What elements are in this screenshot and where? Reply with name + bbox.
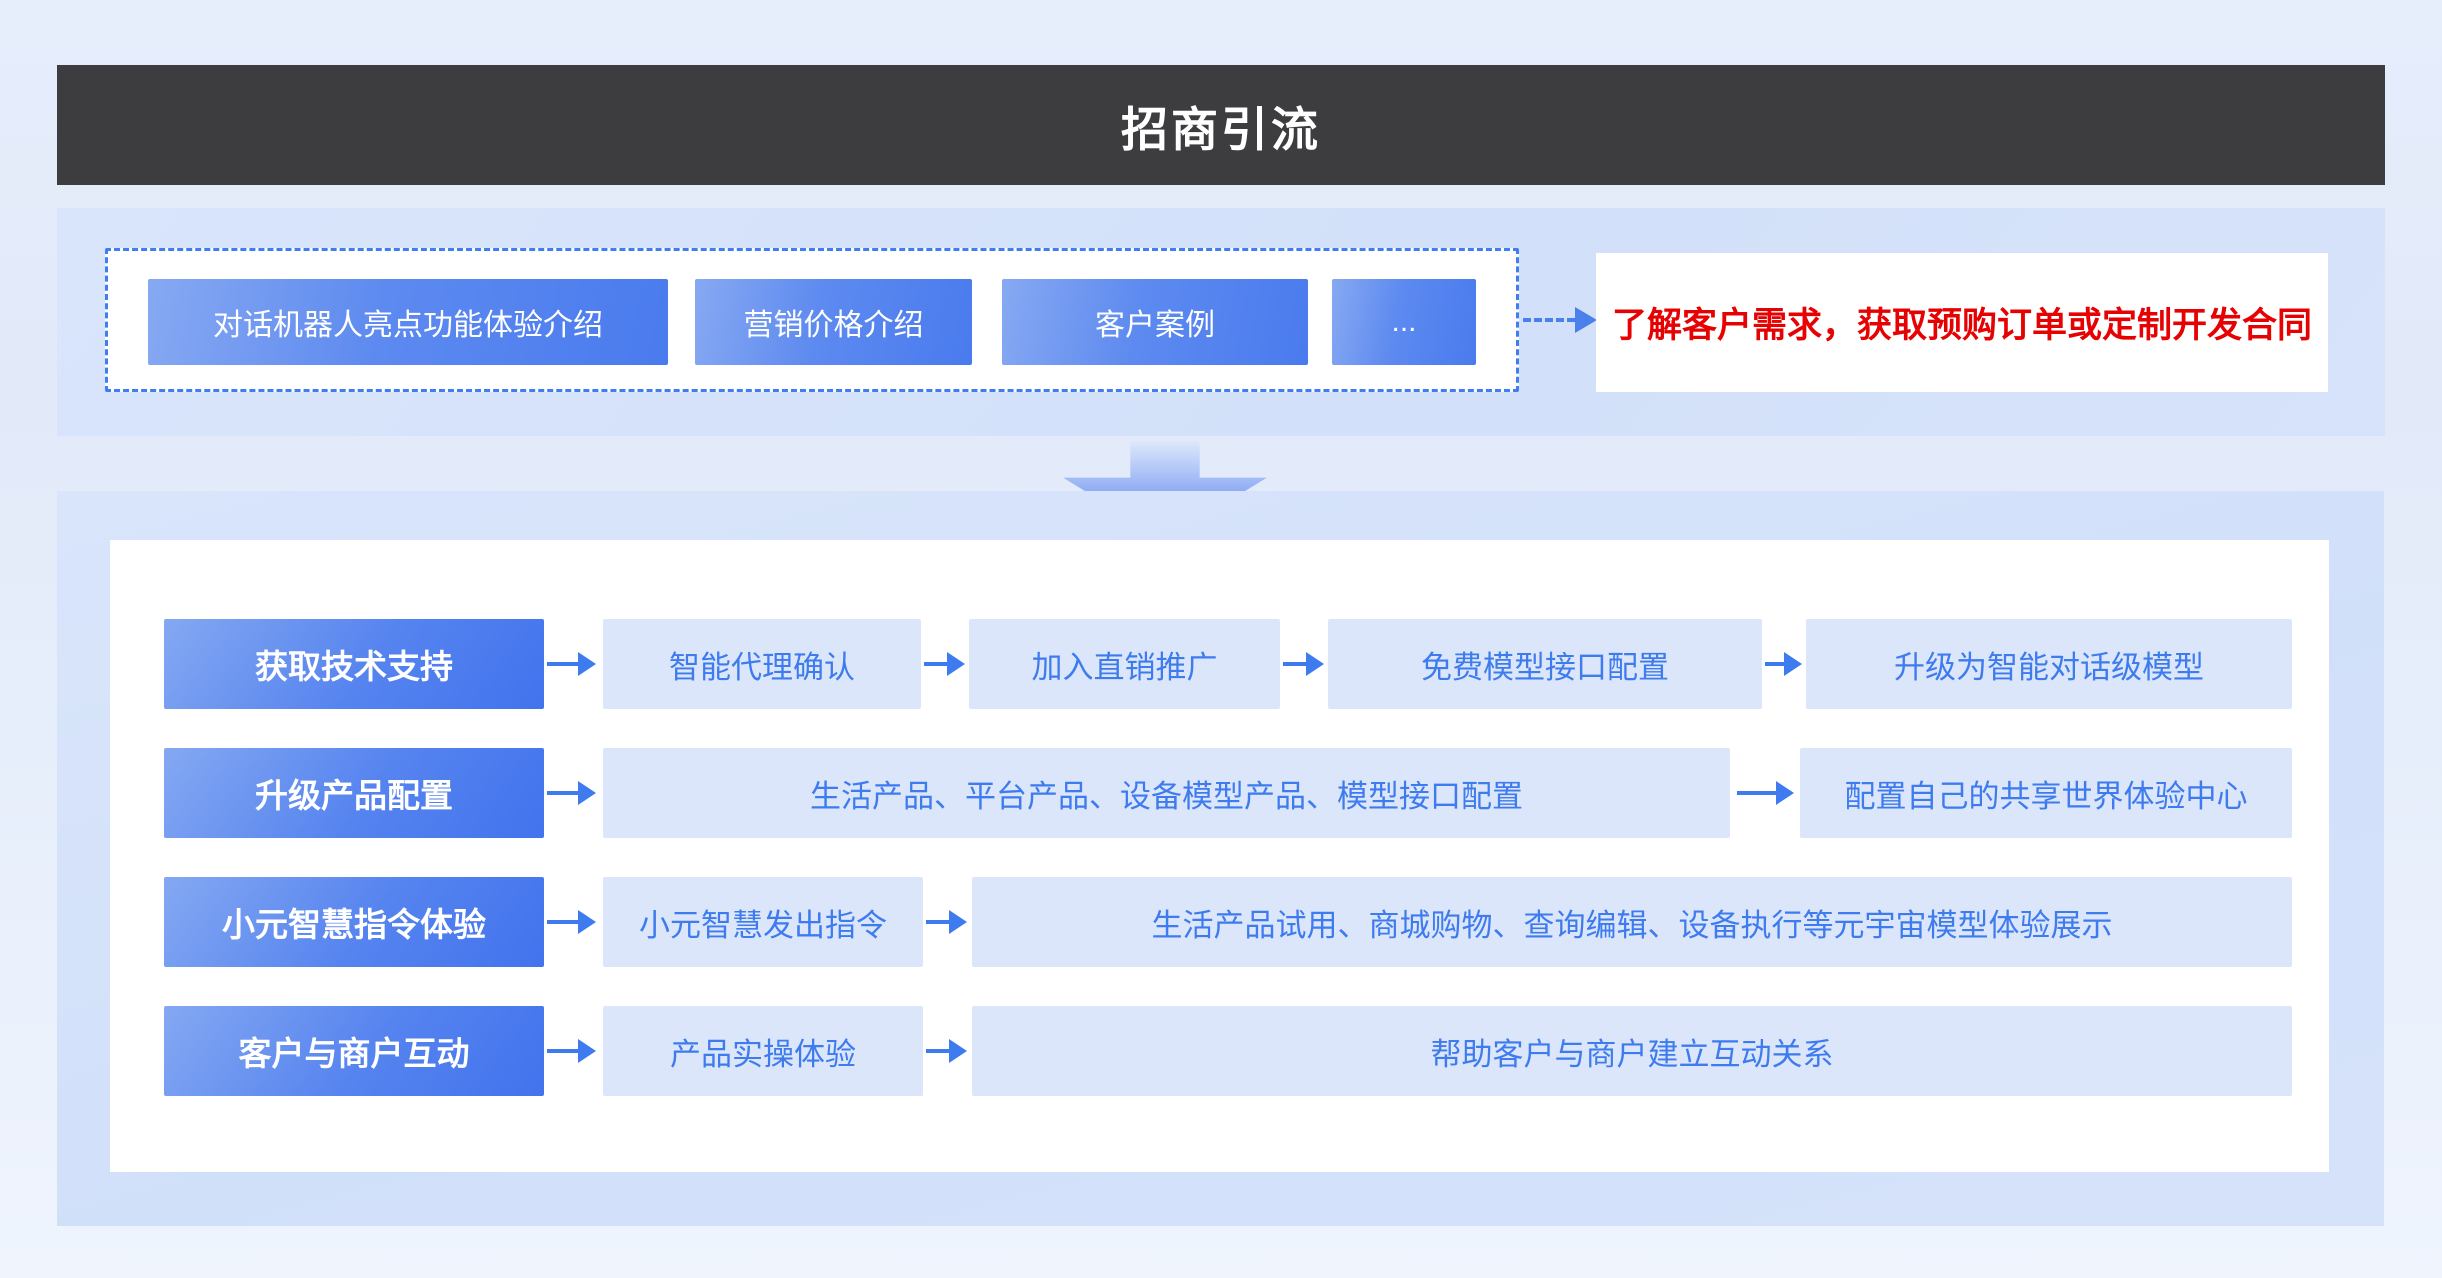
step-box-agent-confirm[interactable]: 智能代理确认 xyxy=(603,619,921,709)
pitch-button-dialog-robot-intro[interactable]: 对话机器人亮点功能体验介绍 xyxy=(148,279,668,365)
pitch-button-marketing-price[interactable]: 营销价格介绍 xyxy=(695,279,972,365)
step-box-xiaoyuan-issue-command[interactable]: 小元智慧发出指令 xyxy=(603,877,923,967)
arrow-icon xyxy=(926,1039,967,1063)
step-box-build-relationship[interactable]: 帮助客户与商户建立互动关系 xyxy=(972,1006,2292,1096)
arrow-icon xyxy=(547,910,596,934)
step-box-direct-sales[interactable]: 加入直销推广 xyxy=(969,619,1280,709)
arrow-icon xyxy=(1283,652,1324,676)
pitch-button-more[interactable]: ... xyxy=(1332,279,1476,365)
row-label-tech-support[interactable]: 获取技术支持 xyxy=(164,619,544,709)
arrow-icon xyxy=(1737,781,1794,805)
row-label-customer-merchant[interactable]: 客户与商户互动 xyxy=(164,1006,544,1096)
step-box-upgrade-dialog-model[interactable]: 升级为智能对话级模型 xyxy=(1806,619,2292,709)
arrow-icon xyxy=(924,652,965,676)
dashed-connector-arrowhead-icon xyxy=(1575,307,1597,333)
step-box-metaverse-experience[interactable]: 生活产品试用、商城购物、查询编辑、设备执行等元宇宙模型体验展示 xyxy=(972,877,2292,967)
dashed-connector-line xyxy=(1523,318,1575,322)
arrow-icon xyxy=(547,781,596,805)
arrow-icon xyxy=(547,652,596,676)
arrow-icon xyxy=(926,910,967,934)
row-label-xiaoyuan-command[interactable]: 小元智慧指令体验 xyxy=(164,877,544,967)
arrow-icon xyxy=(547,1039,596,1063)
page-title: 招商引流 xyxy=(57,65,2385,185)
step-box-product-config[interactable]: 生活产品、平台产品、设备模型产品、模型接口配置 xyxy=(603,748,1730,838)
step-box-hands-on-experience[interactable]: 产品实操体验 xyxy=(603,1006,923,1096)
step-box-free-model-api[interactable]: 免费模型接口配置 xyxy=(1328,619,1762,709)
pitch-button-customer-cases[interactable]: 客户案例 xyxy=(1002,279,1308,365)
arrow-icon xyxy=(1765,652,1802,676)
lead-outcome-text: 了解客户需求，获取预购订单或定制开发合同 xyxy=(1596,253,2328,392)
step-box-shared-world-center[interactable]: 配置自己的共享世界体验中心 xyxy=(1800,748,2292,838)
row-label-upgrade-product[interactable]: 升级产品配置 xyxy=(164,748,544,838)
